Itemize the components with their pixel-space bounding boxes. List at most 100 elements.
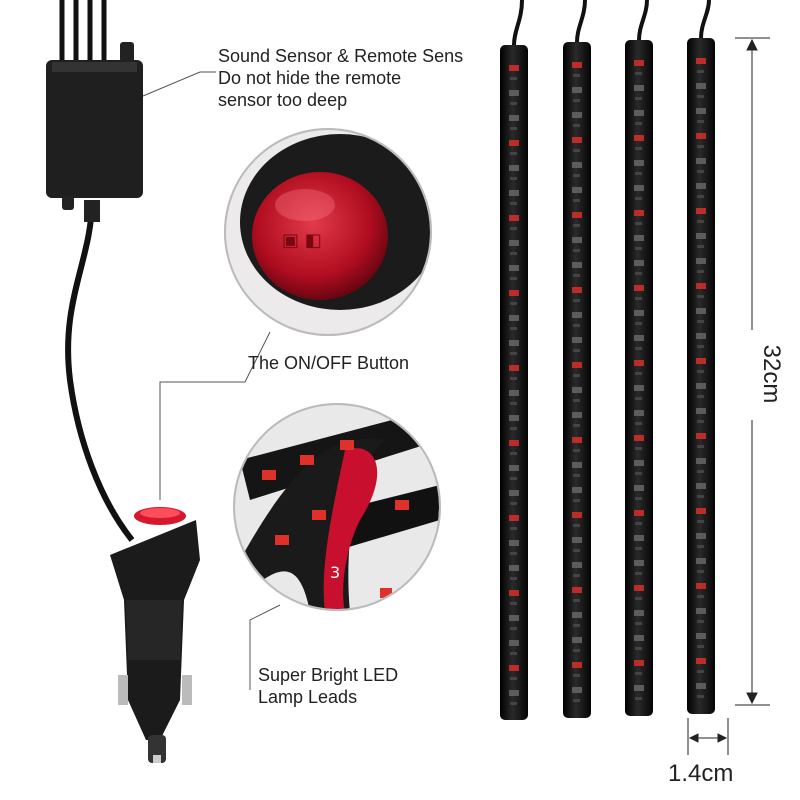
led-chip xyxy=(634,60,644,66)
led-strip xyxy=(687,0,715,714)
led-chip xyxy=(509,465,519,471)
led-chip xyxy=(509,215,519,221)
svg-text:▣ ◧: ▣ ◧ xyxy=(282,230,322,251)
led-chip xyxy=(572,312,582,318)
led-chip xyxy=(634,160,644,166)
led-chip xyxy=(696,283,706,289)
led-chip xyxy=(572,212,582,218)
led-chip xyxy=(509,240,519,246)
power-cable xyxy=(65,199,135,542)
button-label: The ON/OFF Button xyxy=(248,352,409,374)
led-chip xyxy=(634,235,644,241)
led-chip xyxy=(696,483,706,489)
led-chip xyxy=(696,633,706,639)
led-chip xyxy=(696,333,706,339)
led-chip xyxy=(634,110,644,116)
led-chip xyxy=(509,615,519,621)
led-chip xyxy=(509,190,519,196)
led-chip xyxy=(696,433,706,439)
sensor-label-line3: sensor too deep xyxy=(218,90,348,110)
led-chip xyxy=(572,137,582,143)
led-chip xyxy=(572,612,582,618)
led-chip xyxy=(572,387,582,393)
led-label-line1: Super Bright LED xyxy=(258,665,399,685)
button-label-text: The ON/OFF Button xyxy=(248,353,410,373)
strip-segment-number: 3 xyxy=(330,563,340,582)
led-chip xyxy=(572,637,582,643)
led-chip xyxy=(696,508,706,514)
led-chip xyxy=(572,112,582,118)
led-chip xyxy=(634,435,644,441)
led-chip xyxy=(509,540,519,546)
led-label: Super Bright LED Lamp Leads xyxy=(258,664,398,708)
led-chip xyxy=(572,662,582,668)
led-chip xyxy=(572,262,582,268)
led-chip xyxy=(509,90,519,96)
led-chip xyxy=(696,583,706,589)
led-chip xyxy=(696,108,706,114)
led-chip xyxy=(509,515,519,521)
led-chip xyxy=(572,237,582,243)
width-value: 1.4cm xyxy=(668,760,734,787)
led-chip xyxy=(696,158,706,164)
sensor-label-line1: Sound Sensor & Remote Sens xyxy=(218,46,464,66)
led-chip xyxy=(696,133,706,139)
led-chip xyxy=(572,162,582,168)
led-chip xyxy=(634,660,644,666)
control-box xyxy=(46,0,143,210)
led-chip xyxy=(634,285,644,291)
led-chip xyxy=(634,460,644,466)
led-chip xyxy=(634,310,644,316)
led-chip xyxy=(572,687,582,693)
led-chip xyxy=(696,233,706,239)
button-closeup: ▣ ◧ xyxy=(224,128,432,336)
led-chip xyxy=(509,665,519,671)
led-chip xyxy=(509,565,519,571)
led-strips xyxy=(500,0,715,720)
led-chip xyxy=(696,658,706,664)
led-chip xyxy=(572,287,582,293)
led-chip xyxy=(572,512,582,518)
button-leader-line xyxy=(159,331,271,500)
led-chip xyxy=(634,410,644,416)
led-chip xyxy=(696,83,706,89)
led-chip xyxy=(509,290,519,296)
led-chip xyxy=(634,585,644,591)
led-chip xyxy=(634,610,644,616)
led-strip-closeup: 3 xyxy=(233,403,441,611)
led-chip xyxy=(696,383,706,389)
lighter-plug xyxy=(110,507,200,763)
length-dimension xyxy=(735,37,770,706)
led-chip xyxy=(509,590,519,596)
led-chip xyxy=(634,535,644,541)
led-chip xyxy=(572,362,582,368)
sensor-label-line2: Do not hide the remote xyxy=(218,68,402,88)
led-chip xyxy=(509,315,519,321)
led-label-line2: Lamp Leads xyxy=(258,687,358,707)
led-strip xyxy=(625,0,653,716)
led-chip xyxy=(509,415,519,421)
led-chip xyxy=(509,140,519,146)
led-chip xyxy=(509,640,519,646)
led-chip xyxy=(572,462,582,468)
led-chip xyxy=(696,358,706,364)
led-chip xyxy=(634,185,644,191)
led-chip xyxy=(509,390,519,396)
led-chip xyxy=(696,183,706,189)
led-chip xyxy=(572,487,582,493)
led-chip xyxy=(572,337,582,343)
led-chip xyxy=(634,685,644,691)
led-chip xyxy=(509,490,519,496)
led-chip xyxy=(572,87,582,93)
led-chip xyxy=(509,265,519,271)
led-chip xyxy=(509,165,519,171)
width-dimension xyxy=(687,718,729,755)
led-chip xyxy=(572,562,582,568)
led-chip xyxy=(572,62,582,68)
led-chip xyxy=(696,258,706,264)
led-chip xyxy=(634,635,644,641)
sensor-leader-line xyxy=(142,71,216,97)
led-chip xyxy=(634,560,644,566)
led-chip xyxy=(572,587,582,593)
